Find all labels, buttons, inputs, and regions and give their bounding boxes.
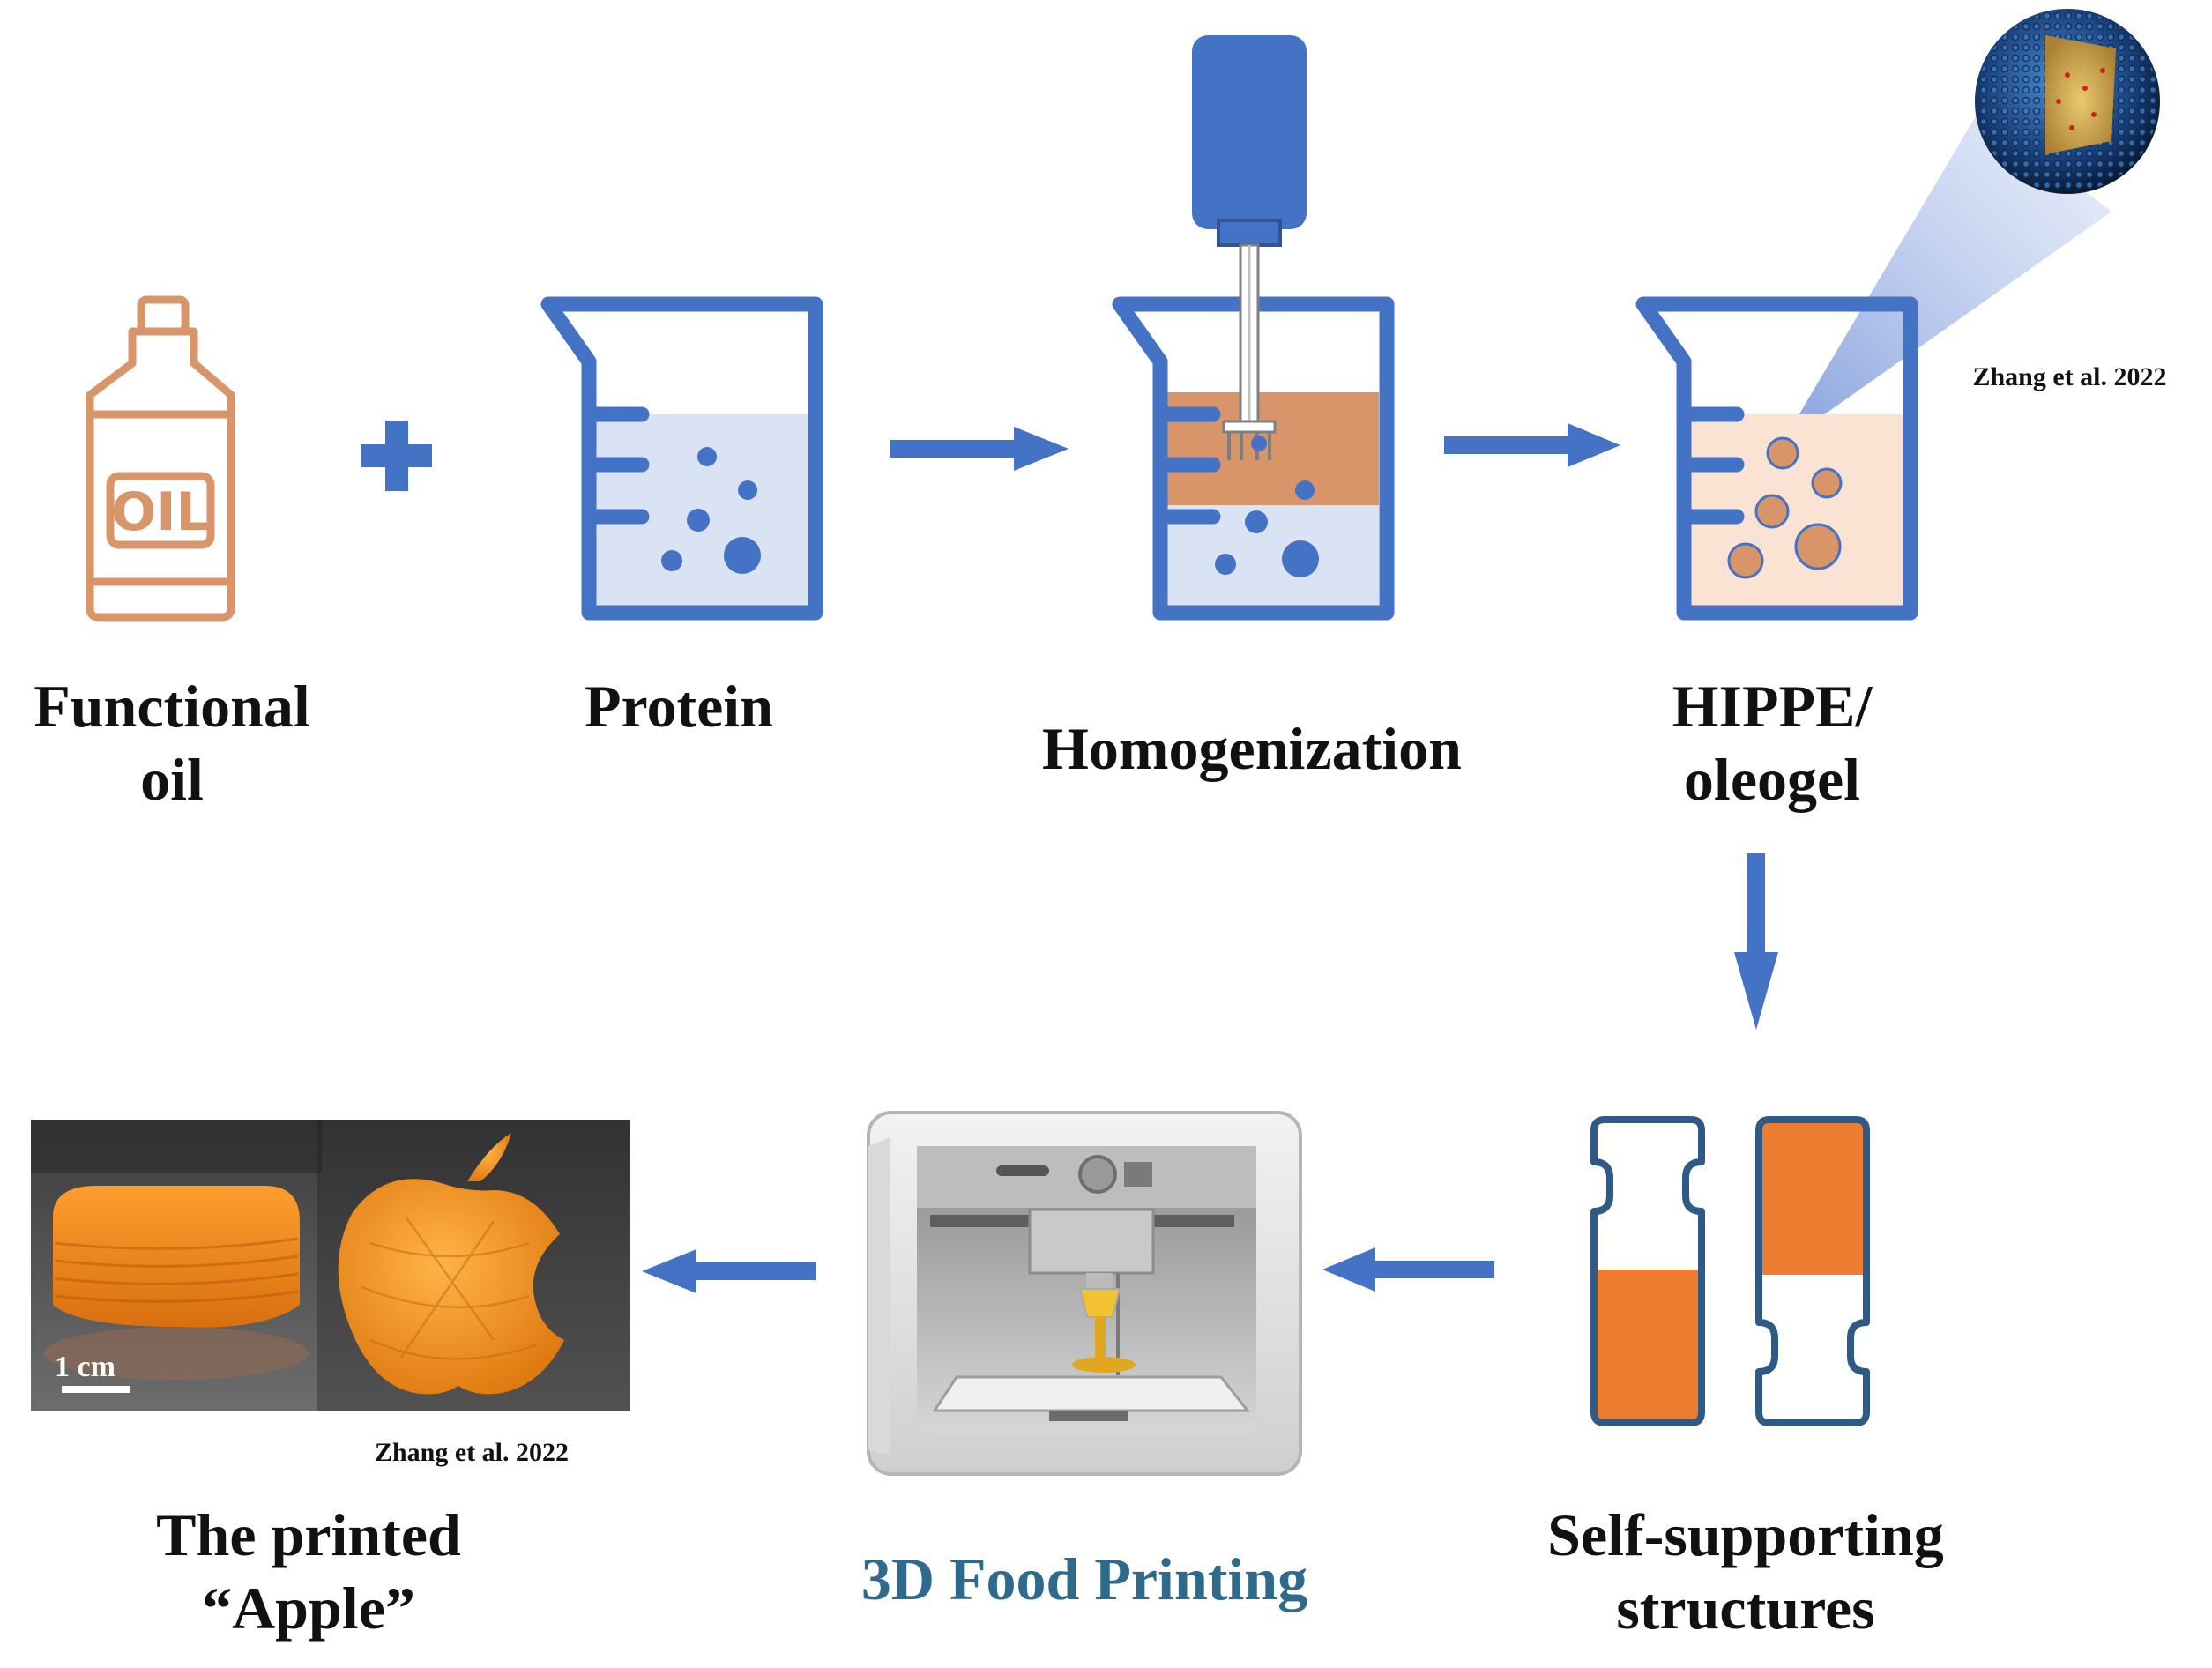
arrow-right-icon (890, 427, 1069, 471)
arrow-left-icon (642, 1249, 816, 1293)
vial-icon (1755, 1116, 1870, 1426)
hippe-label-line1: HIPPE/ (1672, 673, 1873, 740)
oil-label-line2: oil (140, 745, 204, 813)
hippe-label: HIPPE/ oleogel (1622, 670, 1922, 816)
droplet-sphere-icon (1975, 9, 2160, 194)
protein-beaker-icon (540, 296, 823, 621)
magnification-beam (1781, 110, 2111, 445)
self-supporting-label-line1: Self-supporting (1547, 1501, 1944, 1568)
citation-bottom: Zhang et al. 2022 (374, 1438, 570, 1467)
oil-bottle-icon (86, 295, 235, 622)
scale-bar-label: 1 cm (55, 1351, 115, 1383)
oil-label: Functional oil (13, 670, 331, 816)
3d-printer-icon (867, 1111, 1302, 1476)
printed-apple-photo (31, 1120, 630, 1411)
homogenization-label: Homogenization (1042, 715, 1462, 782)
arrow-down-icon (1734, 853, 1778, 1030)
oil-bottle-text: OIL (111, 481, 210, 543)
hippe-label-line2: oleogel (1683, 745, 1861, 813)
citation-top: Zhang et al. 2022 (1972, 362, 2167, 391)
plus-icon (361, 421, 432, 491)
self-supporting-label-line2: structures (1616, 1574, 1875, 1642)
hippe-beaker-icon (1635, 296, 1918, 621)
printing-label: 3D Food Printing (860, 1545, 1308, 1612)
homogenizer-icon (1192, 35, 1307, 460)
arrow-right-icon (1444, 423, 1620, 467)
protein-label: Protein (584, 673, 774, 740)
apple-label-line1: The printed (156, 1501, 461, 1568)
self-supporting-label: Self-supporting structures (1499, 1499, 1992, 1645)
apple-label-line2: “Apple” (202, 1574, 415, 1642)
arrow-left-icon (1322, 1247, 1494, 1292)
vial-icon (1590, 1116, 1705, 1426)
apple-label: The printed “Apple” (106, 1499, 511, 1645)
oil-label-line1: Functional (34, 673, 310, 740)
